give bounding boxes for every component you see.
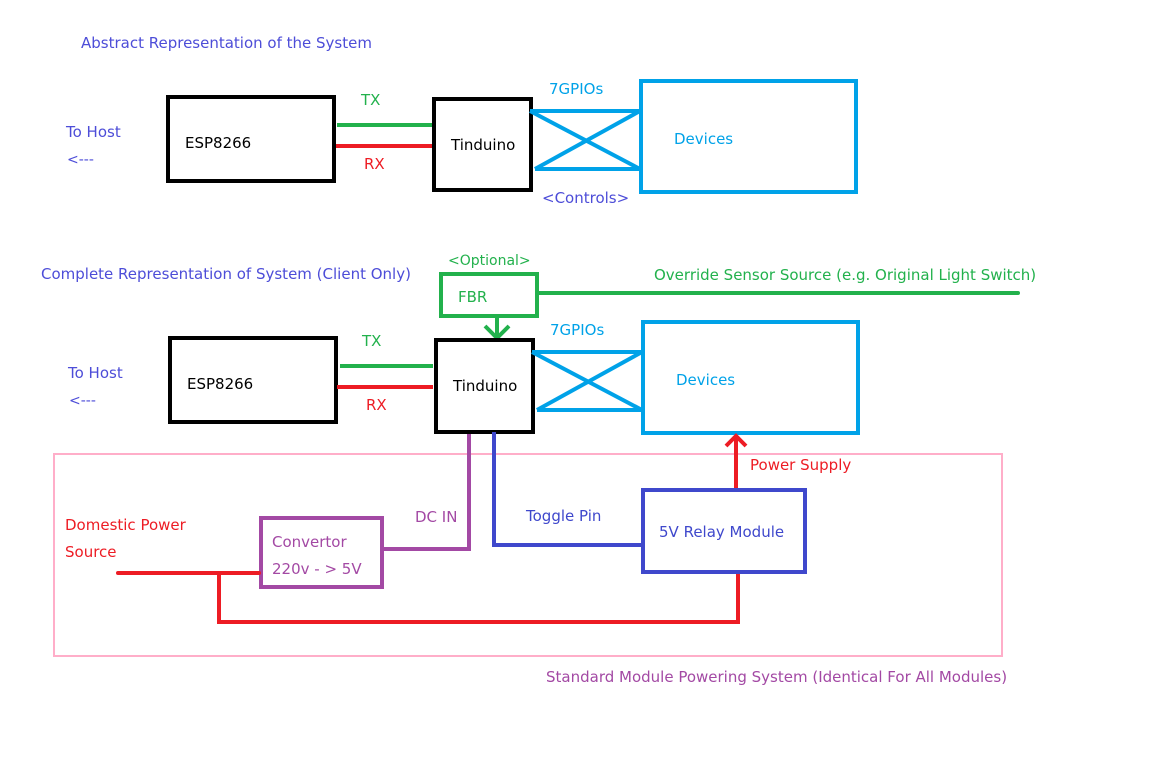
powering-system-frame — [53, 453, 1003, 657]
abstract-title: Abstract Representation of the System — [81, 34, 372, 52]
domestic-power-label-line2: Source — [65, 543, 117, 561]
fbr-arrow — [483, 318, 511, 341]
convertor-label-line2: 220v - > 5V — [272, 560, 362, 578]
gpio-cross-abstract — [529, 109, 641, 171]
convertor-box — [259, 516, 384, 589]
optional-label: <Optional> — [448, 253, 531, 269]
fbr-label: FBR — [458, 288, 488, 306]
dc-in-label: DC IN — [415, 508, 458, 526]
tx-label-abstract: TX — [361, 91, 381, 109]
tinduino-label-abstract: Tinduino — [451, 136, 516, 154]
toggle-pin-label: Toggle Pin — [526, 507, 602, 525]
esp8266-label-complete: ESP8266 — [187, 375, 254, 393]
to-host-label-abstract: To Host — [66, 123, 121, 141]
relay-box — [641, 488, 807, 574]
devices-label-abstract: Devices — [674, 130, 734, 148]
rx-label-complete: RX — [366, 396, 387, 414]
gpios-label-complete: 7GPIOs — [550, 321, 605, 339]
toggle-pin-wire — [492, 432, 643, 547]
devices-label-complete: Devices — [676, 371, 736, 389]
power-supply-arrow — [724, 433, 748, 488]
relay-label: 5V Relay Module — [659, 523, 785, 541]
powering-system-caption: Standard Module Powering System (Identic… — [546, 668, 1008, 686]
esp8266-label-abstract: ESP8266 — [185, 134, 252, 152]
arrow-left-icon-abstract: <--- — [67, 152, 94, 168]
power-supply-label: Power Supply — [750, 456, 852, 474]
complete-title: Complete Representation of System (Clien… — [41, 265, 411, 283]
tinduino-box-complete — [434, 338, 535, 434]
override-sensor-label: Override Sensor Source (e.g. Original Li… — [654, 266, 1037, 284]
esp8266-box-complete — [168, 336, 338, 424]
esp8266-box-abstract — [166, 95, 336, 183]
tinduino-label-complete: Tinduino — [453, 377, 518, 395]
to-host-label-complete: To Host — [68, 364, 123, 382]
tx-label-complete: TX — [362, 332, 382, 350]
dc-in-wire — [384, 434, 471, 551]
mains-to-relay-wire — [217, 571, 740, 624]
convertor-label-line1: Convertor — [272, 533, 347, 551]
controls-label: <Controls> — [542, 189, 630, 207]
gpios-label-abstract: 7GPIOs — [549, 80, 604, 98]
domestic-power-label-line1: Domestic Power — [65, 516, 186, 534]
devices-box-complete — [641, 320, 860, 435]
devices-box-abstract — [639, 79, 858, 194]
arrow-left-icon-complete: <--- — [69, 393, 96, 409]
tinduino-box-abstract — [432, 97, 533, 192]
fbr-box — [439, 272, 539, 318]
rx-label-abstract: RX — [364, 155, 385, 173]
gpio-cross-complete — [531, 350, 643, 412]
